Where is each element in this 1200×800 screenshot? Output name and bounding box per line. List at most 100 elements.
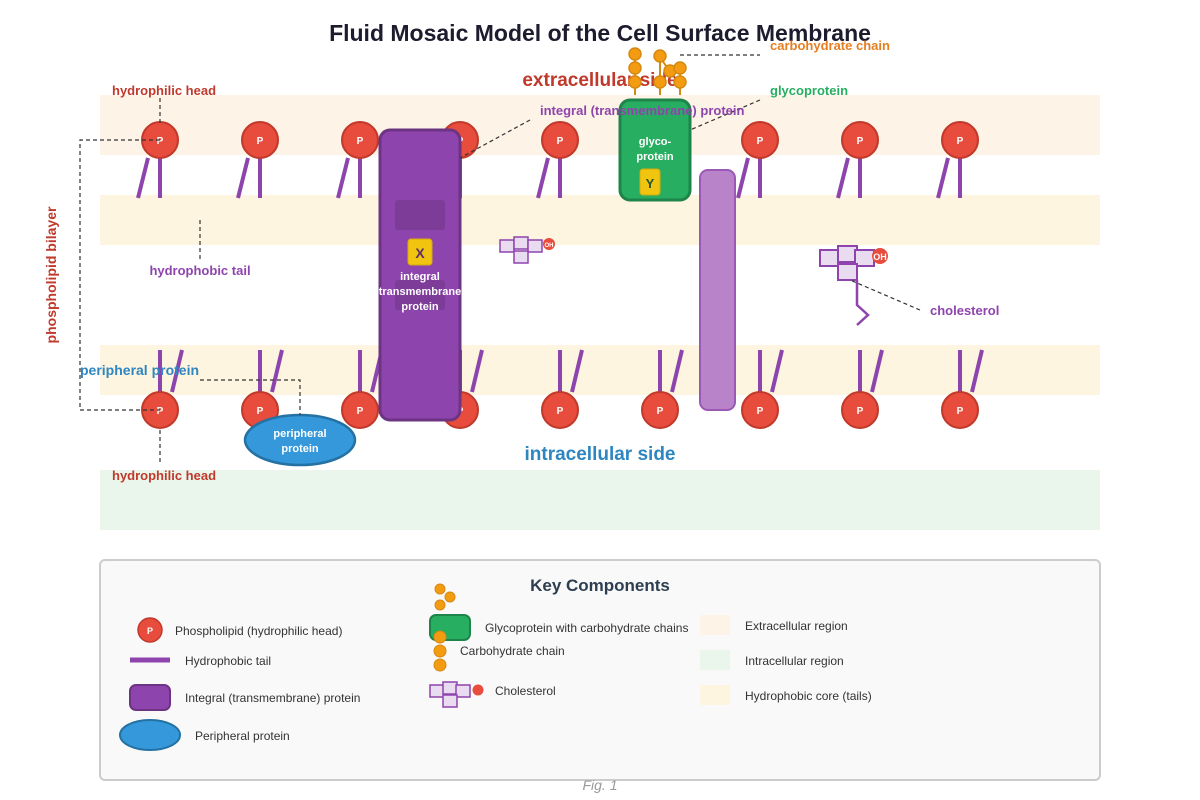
integral-marker-box	[407, 238, 433, 266]
legend-peripheral-swatch	[119, 719, 181, 751]
hydroxyl-group-small	[543, 238, 555, 250]
legend-cholesterol-label: Cholesterol	[495, 684, 556, 698]
legend-title: Key Components	[530, 576, 670, 595]
phosphate-symbol: P	[157, 136, 164, 147]
label-glycoprotein: glycoprotein	[770, 83, 848, 98]
hydroxyl-label-small: OH	[545, 243, 554, 249]
hydrophobic-tail	[536, 157, 550, 199]
glycoprotein-marker-letter: Y	[646, 176, 655, 191]
phosphate-symbol: P	[657, 406, 664, 417]
hydroxyl-label-large: OH	[873, 252, 887, 262]
phospholipid-head-inner	[941, 391, 979, 429]
phospholipid-head-outer	[841, 121, 879, 159]
intracellular-side-label: intracellular side	[524, 444, 675, 465]
legend-glycoprotein-carbs	[434, 583, 456, 611]
phosphate-symbol: P	[957, 406, 964, 417]
phospholipid-head-inner	[341, 391, 379, 429]
phosphate-symbol: P	[357, 136, 364, 147]
legend-phospholipid-symbol: P	[147, 626, 153, 636]
cholesterol-small: OH	[499, 236, 555, 264]
phosphate-symbol: P	[757, 136, 764, 147]
hydrophobic-tail	[870, 349, 884, 393]
hydrophobic-tail	[236, 157, 250, 199]
phospholipid-head-inner	[641, 391, 679, 429]
hydrophobic-tail	[770, 349, 784, 393]
hydrophobic-tail	[336, 157, 350, 199]
phosphate-symbol: P	[957, 136, 964, 147]
carbohydrate-units	[628, 47, 687, 89]
integral-protein: X integral transmembrane protein	[378, 128, 462, 422]
glycoprotein-text-line2: protein	[636, 151, 674, 163]
phospholipid-head-inner	[541, 391, 579, 429]
legend-extracellular-label: Extracellular region	[745, 619, 848, 633]
phospholipid-head-outer	[941, 121, 979, 159]
channel-protein	[699, 169, 736, 411]
phosphate-symbol: P	[757, 406, 764, 417]
hydrophobic-tail	[670, 349, 684, 393]
cholesterol-tail	[855, 280, 870, 326]
inner-head-band	[100, 345, 1100, 395]
phosphate-symbol: P	[357, 406, 364, 417]
phospholipid-head-outer	[541, 121, 579, 159]
phosphate-symbol: P	[257, 136, 264, 147]
peripheral-protein: peripheral protein	[243, 413, 357, 467]
label-integral-protein: integral (transmembrane) protein	[540, 103, 744, 118]
peripheral-protein-body	[243, 413, 357, 467]
legend-core-label: Hydrophobic core (tails)	[745, 689, 872, 703]
phospholipid-head-outer	[341, 121, 379, 159]
legend-carbohydrate-swatch	[433, 630, 447, 672]
peripheral-text-line2: protein	[281, 443, 319, 455]
phospholipid-head-outer	[241, 121, 279, 159]
phosphate-symbol: P	[157, 406, 164, 417]
leader-peripheral-protein	[200, 379, 301, 415]
legend-tail-label: Hydrophobic tail	[185, 654, 271, 668]
intracellular-band	[100, 470, 1100, 530]
figure-caption: Fig. 1	[582, 777, 617, 793]
legend-peripheral-label: Peripheral protein	[195, 729, 290, 743]
leader-glycoprotein	[689, 99, 761, 131]
cholesterol-large: OH	[819, 245, 888, 326]
legend-extracellular-swatch	[700, 615, 730, 635]
legend-phospholipid-label: Phospholipid (hydrophilic head)	[175, 624, 342, 638]
phosphate-symbol: P	[557, 136, 564, 147]
hydrophobic-tail	[836, 157, 850, 199]
leader-integral-protein	[459, 119, 531, 159]
legend-carbohydrate-label: Carbohydrate chain	[460, 644, 565, 658]
label-hydrophilic-head-bottom: hydrophilic head	[112, 468, 216, 483]
legend: Key Components P Phospholipid (hydrophil…	[99, 559, 1101, 781]
page-title: Fluid Mosaic Model of the Cell Surface M…	[329, 20, 871, 46]
hydroxyl-group-large	[872, 248, 888, 264]
integral-text-line1: integral	[400, 271, 440, 283]
integral-text-line3: protein	[401, 301, 439, 313]
integral-marker-letter: X	[415, 245, 425, 261]
legend-cholesterol-hydroxyl	[472, 684, 484, 696]
hydrophobic-tail	[136, 157, 150, 199]
legend-cholesterol-swatch	[429, 681, 471, 708]
integral-channel-bottom	[395, 280, 445, 310]
legend-core-swatch	[700, 685, 730, 705]
hydrophobic-core-band	[100, 195, 1100, 245]
label-hydrophilic-head-top: hydrophilic head	[112, 83, 216, 98]
phospholipid-head-inner	[741, 391, 779, 429]
glycoprotein-body	[618, 98, 692, 202]
label-peripheral-protein: peripheral protein	[80, 362, 199, 378]
phospholipid-head-outer	[741, 121, 779, 159]
legend-integral-label: Integral (transmembrane) protein	[185, 691, 360, 705]
label-phospholipid-bilayer: phospholipid bilayer	[43, 206, 59, 343]
leader-cholesterol	[849, 279, 921, 311]
hydrophobic-tail	[170, 349, 184, 393]
hydrophobic-tail	[270, 349, 284, 393]
annotations: hydrophilic head hydrophobic tail phosph…	[43, 38, 999, 483]
peripheral-text-line1: peripheral	[273, 428, 326, 440]
hydrophobic-tail	[970, 349, 984, 393]
hydrophobic-tail	[470, 349, 484, 393]
region-bands	[100, 95, 1100, 530]
phospholipid-head-inner	[841, 391, 879, 429]
hydrophobic-tail	[736, 157, 750, 199]
legend-integral-swatch	[129, 684, 171, 711]
leader-lines	[79, 54, 921, 465]
phosphate-symbol: P	[857, 136, 864, 147]
integral-channel-top	[395, 200, 445, 230]
glycoprotein-marker-box	[639, 168, 661, 196]
